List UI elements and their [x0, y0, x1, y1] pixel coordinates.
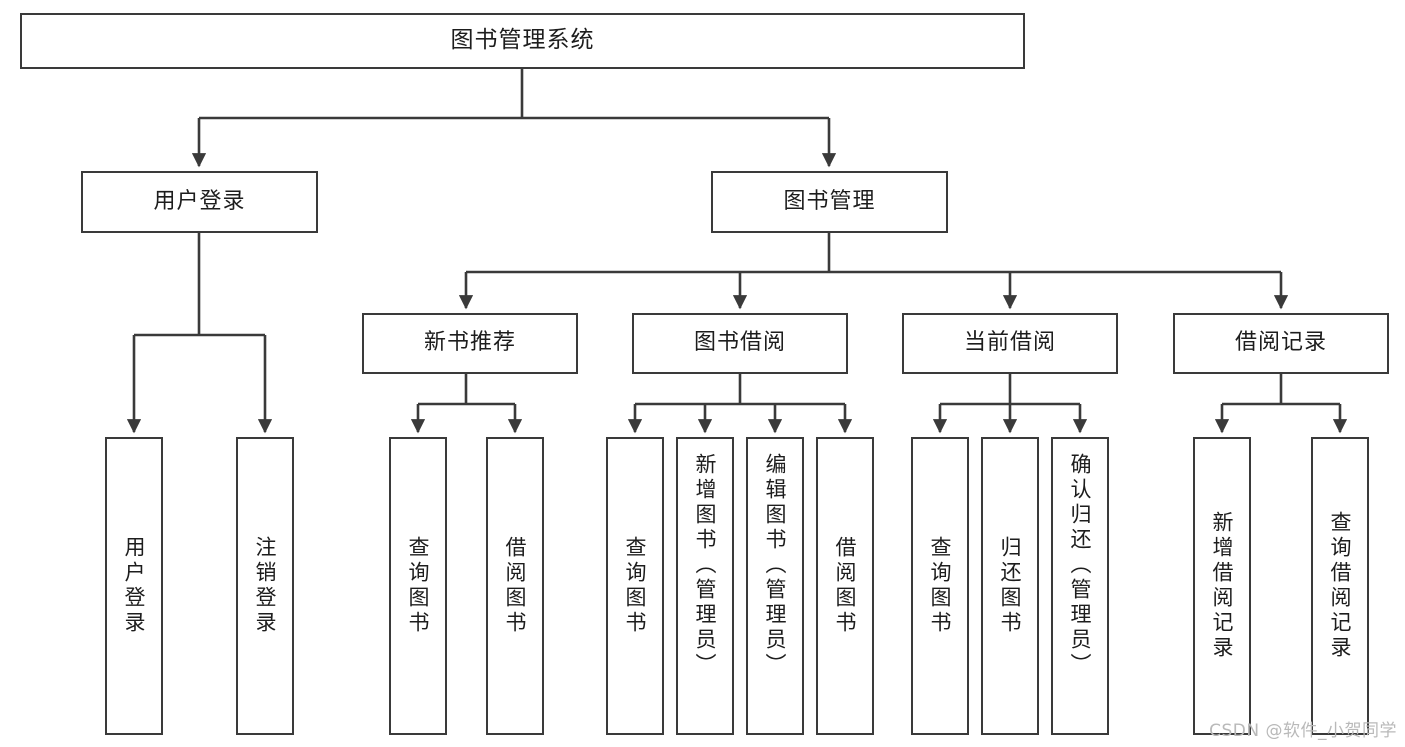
node-label: 用户登录 — [153, 188, 246, 214]
node-leaf-borrow-book[interactable]: 借阅图书 — [816, 437, 874, 735]
node-current-borrow[interactable]: 当前借阅 — [902, 313, 1118, 374]
node-label: 借阅图书 — [503, 536, 528, 636]
node-leaf-add-borrow-record[interactable]: 新增借阅记录 — [1193, 437, 1251, 735]
node-leaf-logout-login[interactable]: 注销登录 — [236, 437, 294, 735]
node-label: 编辑图书（管理员） — [763, 453, 788, 678]
node-leaf-confirm-return-admin[interactable]: 确认归还（管理员） — [1051, 437, 1109, 735]
node-label: 新书推荐 — [423, 330, 516, 356]
node-leaf-query-borrow-record[interactable]: 查询借阅记录 — [1311, 437, 1369, 735]
node-label: 查询图书 — [623, 536, 648, 636]
node-label: 当前借阅 — [963, 330, 1056, 356]
node-leaf-edit-book-admin[interactable]: 编辑图书（管理员） — [746, 437, 804, 735]
node-book-management[interactable]: 图书管理 — [711, 171, 948, 233]
node-leaf-query-book-borrow[interactable]: 查询图书 — [606, 437, 664, 735]
csdn-watermark: CSDN @软件_小贺同学 — [1209, 721, 1397, 741]
node-label: 新增图书（管理员） — [693, 453, 718, 678]
node-leaf-return-book[interactable]: 归还图书 — [981, 437, 1039, 735]
node-label: 新增借阅记录 — [1210, 511, 1235, 661]
node-label: 借阅记录 — [1234, 330, 1327, 356]
node-label: 图书管理 — [783, 188, 876, 214]
node-label: 确认归还（管理员） — [1068, 453, 1093, 678]
node-leaf-user-login[interactable]: 用户登录 — [105, 437, 163, 735]
node-label: 借阅图书 — [833, 536, 858, 636]
node-label: 用户登录 — [122, 536, 147, 636]
node-leaf-borrow-book-recommend[interactable]: 借阅图书 — [486, 437, 544, 735]
node-label: 注销登录 — [253, 536, 278, 636]
node-label: 图书借阅 — [693, 330, 786, 356]
node-new-book-recommend[interactable]: 新书推荐 — [362, 313, 578, 374]
node-label: 查询图书 — [406, 536, 431, 636]
node-leaf-query-book-recommend[interactable]: 查询图书 — [389, 437, 447, 735]
node-label: 查询借阅记录 — [1328, 511, 1353, 661]
node-root-book-management-system[interactable]: 图书管理系统 — [20, 13, 1025, 69]
node-label: 归还图书 — [998, 536, 1023, 636]
node-book-borrow[interactable]: 图书借阅 — [632, 313, 848, 374]
node-borrow-record[interactable]: 借阅记录 — [1173, 313, 1389, 374]
node-leaf-query-book-current[interactable]: 查询图书 — [911, 437, 969, 735]
node-label: 查询图书 — [928, 536, 953, 636]
node-user-login[interactable]: 用户登录 — [81, 171, 318, 233]
node-leaf-add-book-admin[interactable]: 新增图书（管理员） — [676, 437, 734, 735]
node-label: 图书管理系统 — [450, 27, 595, 54]
